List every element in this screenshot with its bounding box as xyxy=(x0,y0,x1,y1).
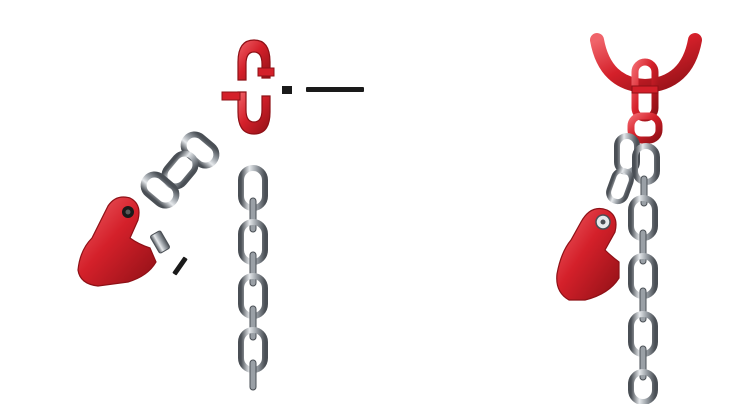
exploded-assembly-panel xyxy=(0,0,405,404)
grab-hook xyxy=(557,209,619,301)
chain-segment-short xyxy=(139,130,221,210)
assembled-sling-drawing xyxy=(405,0,741,404)
hook-pin-and-bushing xyxy=(150,230,188,275)
connecting-link-pin xyxy=(282,86,364,94)
assembled-sling-panel xyxy=(405,0,741,404)
chain-segment-long xyxy=(241,168,265,390)
exploded-assembly-drawing xyxy=(0,0,405,404)
connecting-link xyxy=(631,62,659,140)
grab-hook xyxy=(78,197,156,286)
connecting-link-halves xyxy=(222,40,274,134)
